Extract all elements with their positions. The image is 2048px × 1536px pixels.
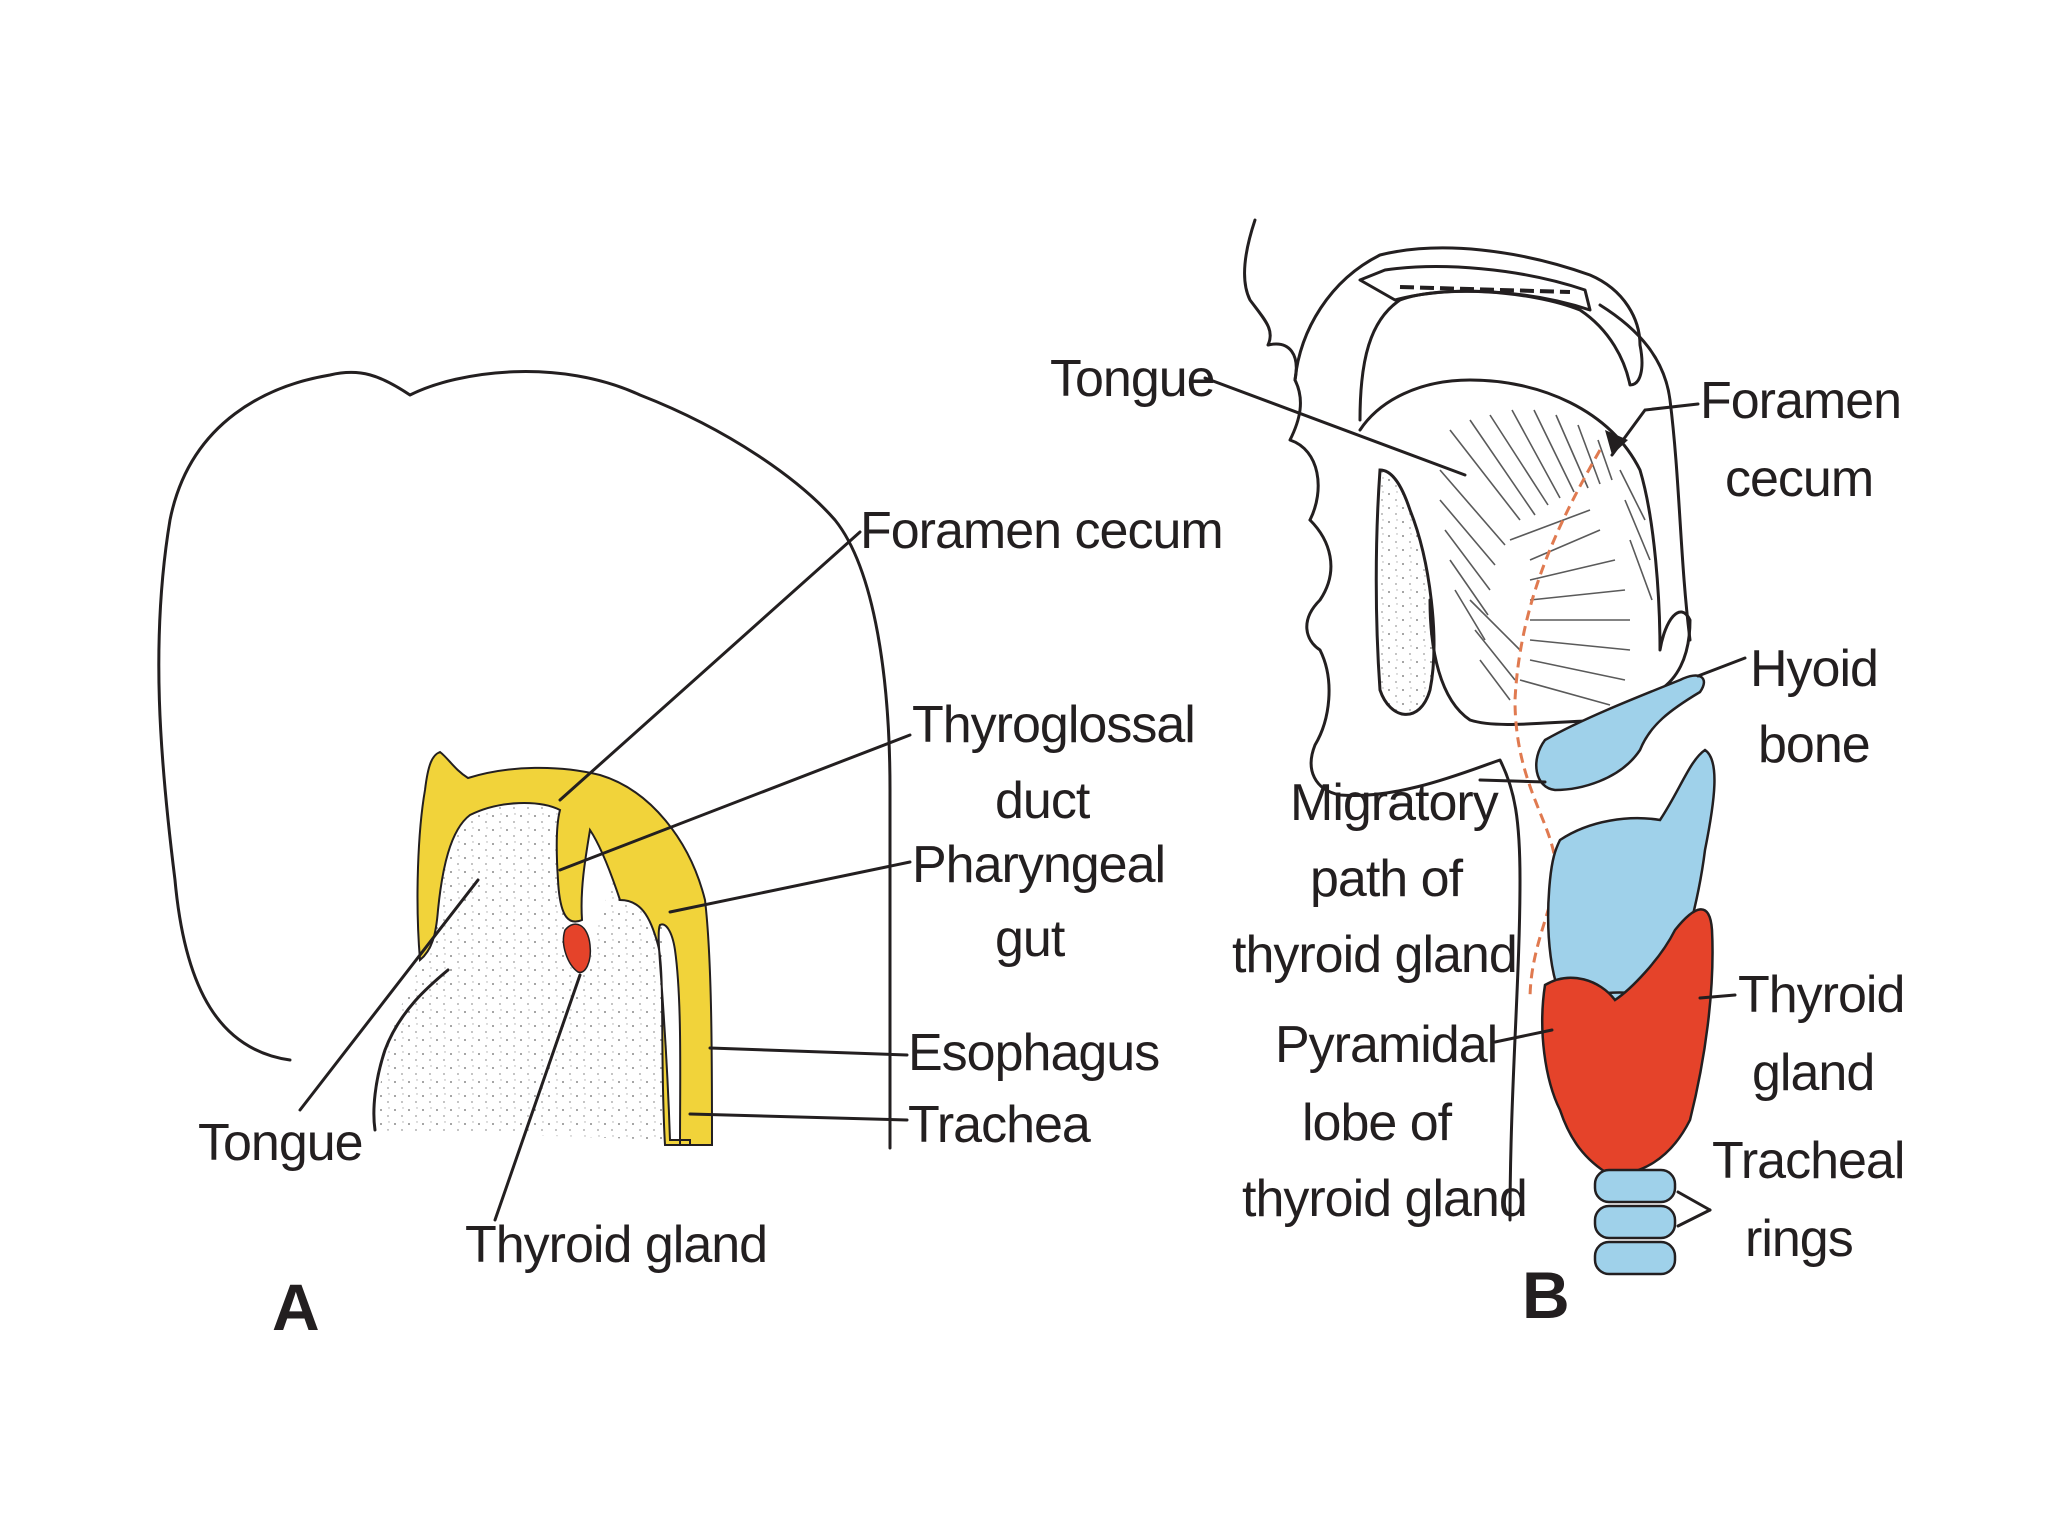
leader-migratory-b <box>1478 778 1547 784</box>
label-pharyngeal-a-line2: gut <box>995 910 1066 968</box>
label-tongue-b: Tongue <box>1050 350 1215 408</box>
label-tongue-a: Tongue <box>198 1114 363 1172</box>
leader-tongue-b <box>1203 376 1467 477</box>
label-thyroid-gland-a: Thyroid gland <box>465 1216 767 1274</box>
leader-thyroglossal-a <box>558 733 912 872</box>
label-foramen-b-line2: cecum <box>1725 450 1873 508</box>
leader-tracheal-b-1 <box>1676 1190 1712 1212</box>
pharynx-posterior-wall <box>1598 303 1692 642</box>
tracheal-rings-shape <box>1593 1168 1677 1276</box>
label-pyramidal-b-line1: Pyramidal <box>1275 1016 1497 1074</box>
leader-hyoid-b <box>1696 656 1747 678</box>
thyroid-gland-b <box>1541 908 1714 1177</box>
leader-thyroid-a <box>493 973 582 1222</box>
label-tracheal-b-line2: rings <box>1745 1210 1853 1268</box>
thyroid-primordium-a <box>562 923 592 974</box>
tongue-body-b <box>1358 378 1692 726</box>
label-hyoid-b-line2: bone <box>1758 716 1870 774</box>
septum-dashes <box>1399 285 1571 294</box>
panel-b: Tongue Foramen cecum Hyoid bone Migrator… <box>1050 218 1905 1332</box>
label-thyroglossal-a-line1: Thyroglossal <box>912 696 1195 754</box>
label-thyroglossal-a-line2: duct <box>995 772 1091 830</box>
embryo-head-outline <box>157 370 892 1150</box>
nasal-septum <box>1358 265 1592 312</box>
label-pharyngeal-a-line1: Pharyngeal <box>912 836 1165 894</box>
label-thyroid-b-line2: gland <box>1752 1044 1874 1102</box>
foramen-arrowhead <box>1605 430 1628 455</box>
leader-pyramidal-b <box>1493 1028 1554 1044</box>
leader-pharyngeal-a <box>668 860 912 914</box>
leader-tracheal-b-2 <box>1676 1208 1712 1228</box>
label-esophagus-a: Esophagus <box>908 1024 1159 1082</box>
label-pyramidal-b-line3: thyroid gland <box>1242 1170 1527 1228</box>
palate-outline <box>1293 246 1644 422</box>
panel-letter-b: B <box>1522 1258 1570 1332</box>
mandible-symphysis <box>1374 468 1436 716</box>
tongue-mesenchyme <box>375 799 670 1140</box>
label-foramen-cecum-a: Foramen cecum <box>860 502 1223 560</box>
tongue-bulge-outline <box>372 968 450 1132</box>
leader-esophagus-a <box>708 1046 909 1057</box>
hyoid-bone <box>1535 674 1706 792</box>
panel-a: Foramen cecum Thyroglossal duct Pharynge… <box>157 370 1224 1344</box>
pharyngeal-gut <box>416 750 714 1146</box>
label-pyramidal-b-line2: lobe of <box>1302 1094 1453 1152</box>
tongue-muscle-hatching <box>1439 409 1653 706</box>
label-tracheal-b-line1: Tracheal <box>1712 1132 1904 1190</box>
label-thyroid-b-line1: Thyroid <box>1738 966 1904 1024</box>
leader-foramen-cecum-a <box>558 530 862 802</box>
leader-tongue-a <box>298 878 480 1112</box>
label-trachea-a: Trachea <box>908 1096 1091 1154</box>
label-hyoid-b-line1: Hyoid <box>1750 640 1878 698</box>
label-migratory-b-line1: Migratory <box>1290 774 1499 832</box>
label-migratory-b-line3: thyroid gland <box>1232 926 1517 984</box>
leader-trachea-a <box>688 1112 909 1122</box>
lower-face-outline <box>1305 518 1522 1222</box>
label-foramen-b-line1: Foramen <box>1700 372 1901 430</box>
face-profile <box>1243 218 1320 522</box>
leader-thyroid-b <box>1698 993 1737 1000</box>
label-migratory-b-line2: path of <box>1310 850 1464 908</box>
panel-letter-a: A <box>272 1270 320 1344</box>
